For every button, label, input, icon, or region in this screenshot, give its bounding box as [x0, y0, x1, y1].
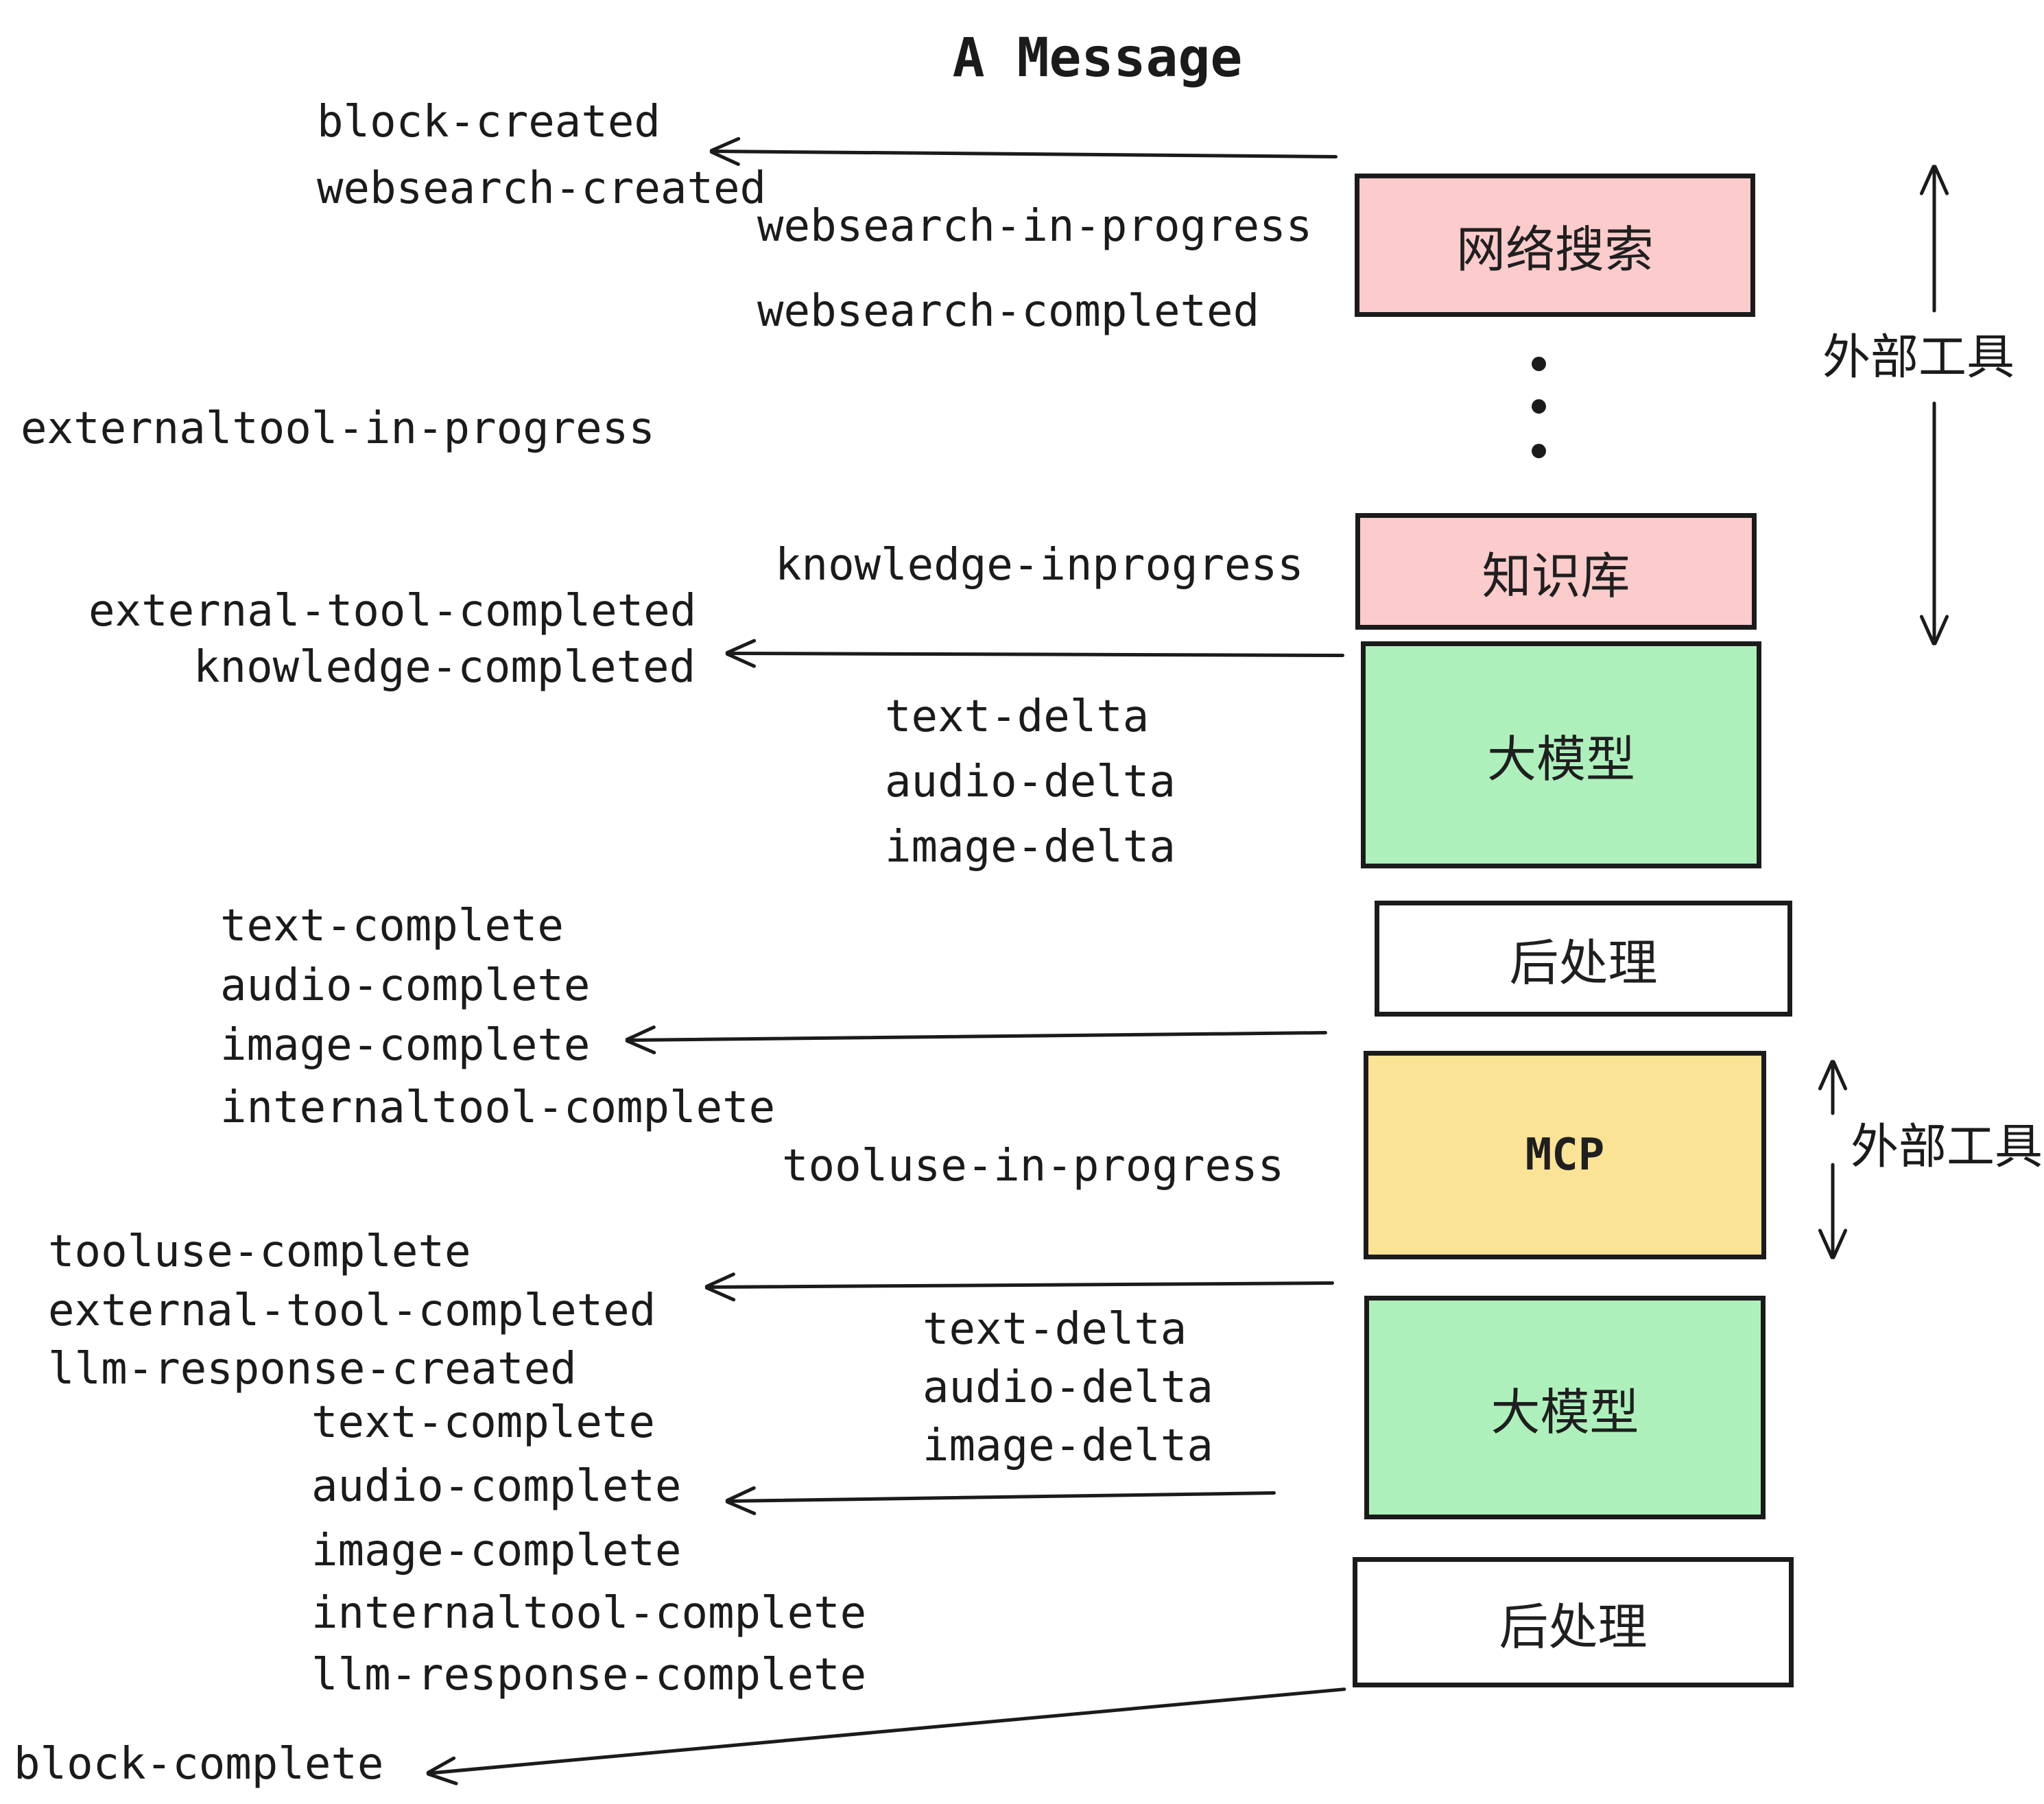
diagram-title: A Message	[952, 27, 1243, 89]
box-label: 大模型	[1490, 1385, 1639, 1440]
box-label: 大模型	[1486, 733, 1635, 787]
ellipsis-dot	[1532, 399, 1546, 414]
event-label: tooluse-complete	[48, 1226, 471, 1277]
event-label: audio-complete	[311, 1461, 682, 1512]
knowledge-box: 知识库	[1355, 513, 1757, 630]
event-label: llm-response-created	[48, 1344, 577, 1394]
arrow-shaft	[709, 149, 1338, 158]
event-label: websearch-completed	[757, 286, 1260, 337]
event-label: internaltool-complete	[220, 1082, 776, 1133]
event-label: audio-delta	[923, 1362, 1213, 1413]
post-box-1: 后处理	[1375, 901, 1792, 1017]
llm-box-1: 大模型	[1361, 641, 1761, 868]
event-label: websearch-created	[317, 163, 767, 214]
box-label: 知识库	[1482, 549, 1630, 604]
event-label: image-complete	[311, 1526, 682, 1576]
box-label: MCP	[1525, 1130, 1605, 1180]
event-label: block-complete	[14, 1739, 384, 1790]
ellipsis-dot	[1532, 444, 1546, 458]
external-tools-label: 外部工具	[1822, 330, 2015, 384]
post-box-2: 后处理	[1353, 1557, 1794, 1687]
event-label: image-delta	[885, 822, 1176, 873]
event-label: external-tool-completed	[88, 586, 697, 637]
arrow-shaft	[1831, 1163, 1835, 1259]
ellipsis-dot	[1532, 357, 1546, 371]
event-label: text-delta	[923, 1304, 1187, 1355]
event-label: text-complete	[220, 901, 564, 951]
external-tools-label: 外部工具	[1851, 1119, 2043, 1174]
box-label: 网络搜索	[1455, 223, 1654, 278]
event-label: llm-response-complete	[311, 1650, 867, 1700]
event-label: text-complete	[311, 1397, 655, 1448]
arrow-shaft	[1932, 165, 1936, 312]
arrow-shaft	[725, 1491, 1276, 1503]
event-label: audio-complete	[220, 960, 591, 1011]
event-label: knowledge-completed	[193, 642, 696, 693]
event-label: image-complete	[220, 1020, 591, 1071]
box-label: 后处理	[1509, 936, 1658, 991]
event-label: image-delta	[923, 1421, 1213, 1471]
event-label: external-tool-completed	[48, 1285, 656, 1336]
mcp-box: MCP	[1364, 1051, 1766, 1259]
arrow-shaft	[725, 651, 1345, 657]
arrow-shaft	[1932, 401, 1936, 645]
event-label: internaltool-complete	[311, 1588, 867, 1639]
arrow-shaft	[704, 1281, 1335, 1289]
event-label: knowledge-inprogress	[775, 540, 1304, 591]
box-label: 后处理	[1499, 1600, 1648, 1655]
arrow-shaft	[625, 1030, 1328, 1042]
event-label: tooluse-in-progress	[782, 1141, 1285, 1191]
event-label: text-delta	[885, 691, 1150, 742]
event-label: websearch-in-progress	[757, 201, 1313, 252]
event-label: block-created	[317, 97, 661, 147]
event-label: audio-delta	[885, 757, 1176, 807]
websearch-box: 网络搜索	[1355, 174, 1755, 317]
llm-box-2: 大模型	[1364, 1296, 1766, 1519]
event-label: externaltool-in-progress	[21, 403, 655, 454]
